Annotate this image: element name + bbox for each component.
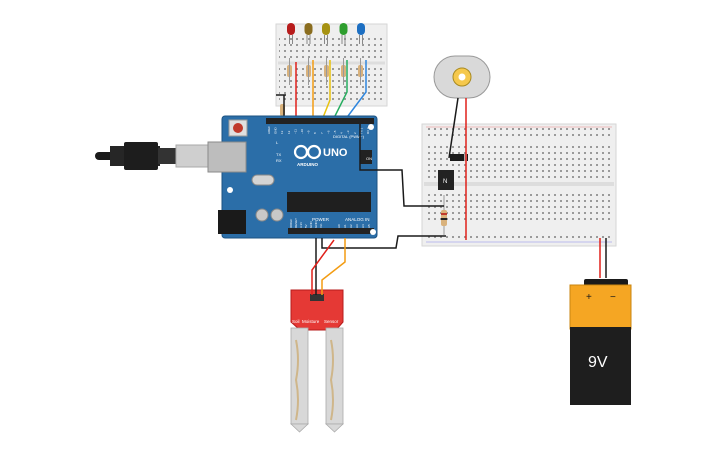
sensor-label-soil: Soil [292, 319, 300, 324]
digital-pin-label: ~10 [300, 129, 304, 134]
on-led-label: ON [366, 156, 372, 161]
usb-port [207, 141, 247, 173]
digital-pin-label: 7 [320, 132, 324, 134]
power-header-label: POWER [312, 217, 330, 222]
battery-minus-label: − [610, 292, 616, 303]
resistor[interactable] [287, 58, 292, 85]
led[interactable] [322, 23, 330, 44]
resistor[interactable] [341, 58, 346, 85]
power-pin-label: GND [309, 221, 313, 229]
digital-pin-label: 12 [287, 130, 291, 134]
digital-pin-label: ~11 [293, 129, 297, 134]
small-breadboard[interactable] [275, 23, 388, 107]
sensor-wires [311, 238, 346, 295]
analog-pin-label: A5 [367, 224, 371, 228]
wire-yellow[interactable] [321, 60, 331, 121]
analog-header-label: ANALOG IN [345, 217, 370, 222]
led-resistors [280, 58, 363, 116]
soil-moisture-sensor[interactable]: Soil Moisture Sensor [289, 289, 345, 433]
sensor-label-sensor: Sensor [324, 319, 339, 324]
resistor[interactable] [358, 58, 363, 85]
atmega-chip [287, 192, 371, 212]
dc-motor[interactable] [433, 55, 491, 99]
digital-pin-label: 2 [353, 132, 357, 134]
npn-transistor[interactable]: N [438, 170, 454, 190]
main-breadboard[interactable] [421, 123, 617, 247]
wire-black[interactable] [448, 97, 459, 159]
digital-pin-label: 8 [313, 132, 317, 134]
analog-pin-label: A0 [337, 224, 341, 228]
digital-pin-label: ~6 [326, 130, 330, 134]
battery-plus-label: + [586, 292, 592, 303]
led[interactable] [287, 23, 295, 44]
wire-blue[interactable] [344, 60, 367, 121]
board-brand-label: ARDUINO [297, 162, 318, 167]
analog-pin-label: A2 [349, 224, 353, 228]
led[interactable] [357, 23, 365, 44]
digital-pin-label: AREF [267, 126, 271, 134]
digital-header [266, 118, 374, 124]
power-pin-label: IOREF [289, 219, 293, 228]
digital-header-label: DIGITAL (PWM~) [333, 134, 365, 139]
resistor[interactable] [306, 58, 311, 85]
digital-pin-label: 4 [340, 132, 344, 134]
transistor-label: N [443, 179, 447, 185]
power-pin-label: RESET [294, 218, 298, 228]
battery-9v[interactable]: + − 9V [569, 279, 632, 405]
digital-pin-label: RX 0 [366, 127, 370, 134]
led-wires [276, 60, 367, 121]
wire-red[interactable] [311, 239, 335, 295]
power-pin-label: GND [314, 221, 318, 229]
arduino-board[interactable]: UNO ARDUINO DIGITAL (PWM~) POWER ANALOG … [207, 115, 378, 239]
power-pin-label: 5V [304, 224, 308, 228]
led-array [287, 23, 365, 44]
analog-pin-label: A1 [343, 224, 347, 228]
rx-led-label: RX [276, 158, 282, 163]
digital-pin-label: TX 1 [359, 127, 363, 134]
analog-pin-label: A4 [361, 224, 365, 228]
digital-pin-label: ~5 [333, 130, 337, 134]
power-analog-header [288, 228, 374, 234]
digital-pin-label: GND [274, 127, 278, 135]
sensor-label-moisture: Moisture [302, 319, 320, 324]
board-model-label: UNO [323, 147, 348, 159]
digital-pin-label: ~3 [346, 130, 350, 134]
arduino-logo [293, 144, 322, 160]
wire-orange[interactable] [321, 238, 346, 295]
resistor[interactable] [324, 58, 329, 85]
base-resistor[interactable] [441, 195, 447, 235]
wire-ground[interactable] [321, 235, 440, 249]
motor-wires [321, 97, 607, 278]
usb-cable[interactable] [95, 142, 209, 170]
wire-signal[interactable] [359, 124, 444, 207]
power-pin-label: 3.3V [299, 222, 303, 228]
analog-pin-label: A3 [355, 224, 359, 228]
led[interactable] [304, 23, 313, 44]
digital-pin-label: ~9 [307, 130, 311, 134]
wire-green[interactable] [332, 60, 348, 121]
digital-pin-label: 13 [280, 130, 284, 134]
led[interactable] [339, 23, 348, 44]
l-led-label: L [276, 140, 279, 145]
tx-led-label: TX [276, 152, 281, 157]
power-jack [218, 210, 246, 234]
power-pin-label: Vin [319, 223, 323, 228]
battery-voltage-label: 9V [588, 354, 608, 371]
